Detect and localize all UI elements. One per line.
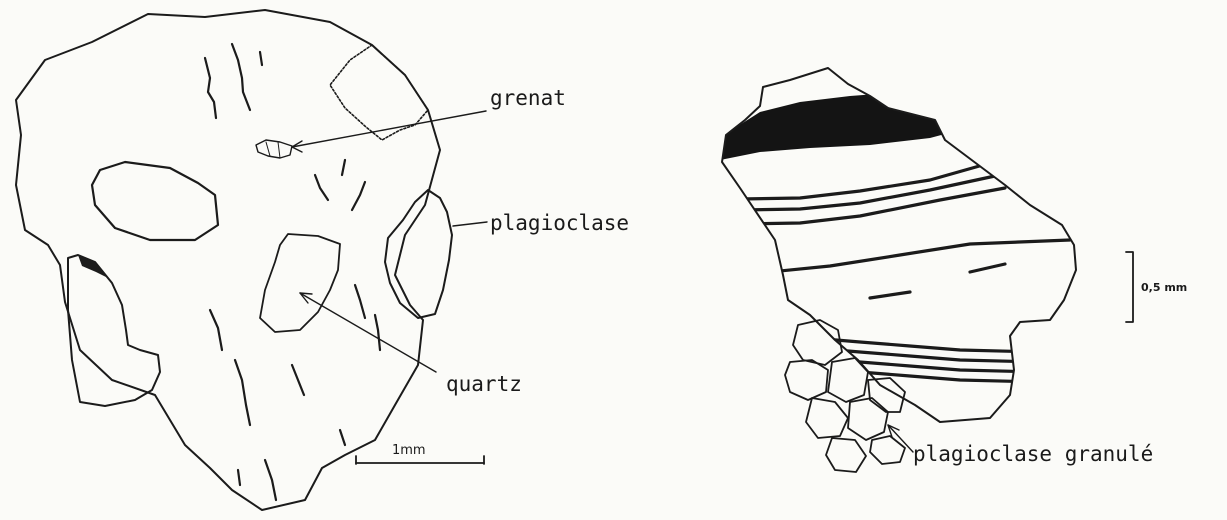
scale-bar-0-5mm: 0,5 mm bbox=[1126, 252, 1187, 322]
scale-bar-1mm: 1mm bbox=[356, 443, 484, 464]
host-grain-outline bbox=[16, 10, 440, 510]
label-plagioclase-granule: plagioclase granulé bbox=[913, 442, 1153, 466]
scale-label-1mm: 1mm bbox=[392, 443, 426, 458]
label-quartz: quartz bbox=[446, 372, 522, 396]
left-crystal-drawing: 1mm grenat plagioclase quartz bbox=[16, 10, 629, 510]
quartz-inclusion bbox=[260, 234, 340, 332]
garnet-inclusion bbox=[256, 140, 292, 158]
label-grenat: grenat bbox=[490, 86, 566, 110]
label-plagioclase: plagioclase bbox=[490, 211, 629, 235]
leader-lines bbox=[292, 111, 487, 372]
dark-twin-band bbox=[700, 93, 960, 160]
scale-label-0-5mm: 0,5 mm bbox=[1141, 281, 1187, 294]
plagioclase-inclusion bbox=[92, 162, 218, 240]
right-crystal-drawing: plagioclase granulé 0,5 mm bbox=[700, 68, 1187, 472]
